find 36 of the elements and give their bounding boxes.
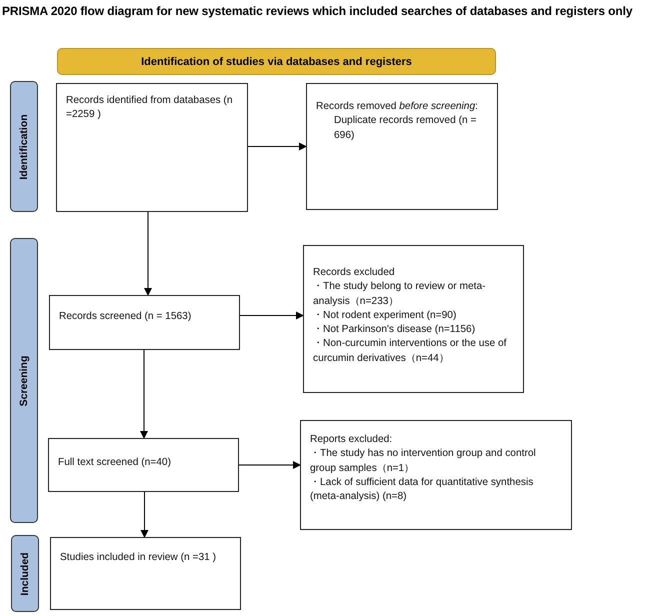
arrow xyxy=(240,312,304,320)
box-text: Duplicate records removed (n = 696) xyxy=(333,114,478,143)
process-box xyxy=(300,420,572,530)
bullet-item: ・The study belong to review or meta-analysis（n=233） xyxy=(313,280,487,309)
header-text: Identification of studies via databases and registers xyxy=(141,56,412,68)
bullet-item: ・Non-curcumin interventions or the use of curcumin derivatives（n=44） xyxy=(313,337,508,366)
arrow xyxy=(140,350,148,439)
process-box xyxy=(50,537,241,610)
bullet-item: ・Lack of sufficient data for quantitative synthesis (meta-analysis) (n=8) xyxy=(310,476,534,504)
phase-text: Included xyxy=(19,552,31,596)
phase-label xyxy=(10,238,38,523)
phase-text: Screening xyxy=(18,355,30,406)
box-text: Full text screened (n=40) xyxy=(58,456,172,470)
process-box xyxy=(48,438,239,492)
arrow xyxy=(248,142,307,150)
bullet-item: ・Not Parkinson's disease (n=1156) xyxy=(313,323,476,338)
process-box xyxy=(303,245,524,393)
diagram-title: PRISMA 2020 flow diagram for new systematic reviews which included searches of databases and registers only xyxy=(2,4,632,18)
box-text: Reports excluded: xyxy=(310,433,394,447)
bullet-item: ・Not rodent experiment (n=90) xyxy=(313,308,458,323)
section-header xyxy=(57,48,496,75)
phase-label xyxy=(10,81,38,212)
phase-label xyxy=(11,535,39,612)
process-box xyxy=(306,83,498,210)
process-box xyxy=(56,83,248,212)
process-box xyxy=(49,295,240,350)
box-text: Records excluded xyxy=(313,266,396,280)
box-text: Records identified from databases (n =2259 ) xyxy=(66,94,234,122)
box-text: Records removed before screening: xyxy=(316,100,479,114)
box-text: Studies included in review (n =31 ) xyxy=(60,551,218,565)
arrow xyxy=(238,461,301,469)
bullet-item: ・The study has no intervention group and control group samples（n=1） xyxy=(310,447,537,476)
phase-text: Identification xyxy=(18,114,30,180)
box-text: Records screened (n = 1563) xyxy=(59,310,192,324)
arrow xyxy=(144,212,152,296)
arrow xyxy=(140,492,148,538)
